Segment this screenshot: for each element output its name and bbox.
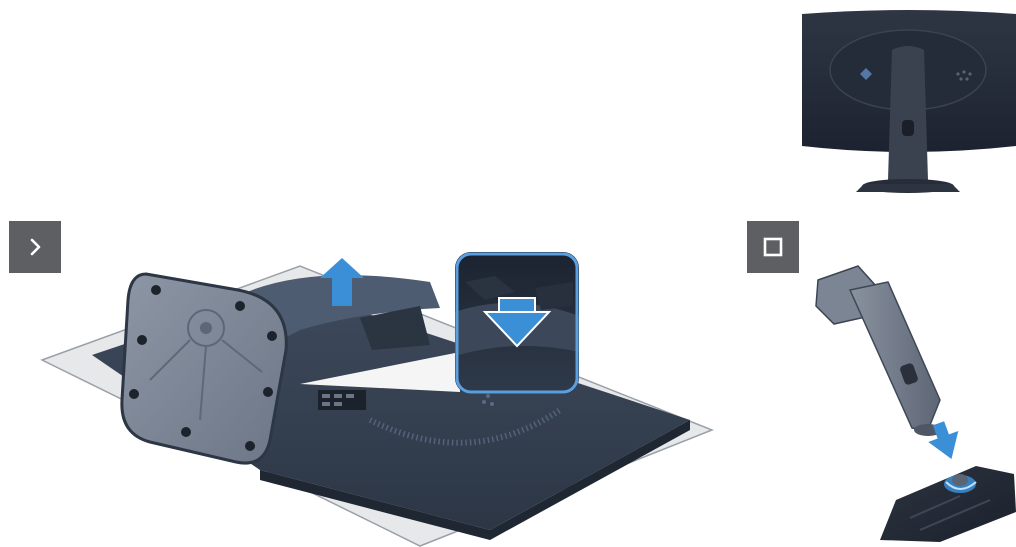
stand-removal-illustration [0,240,730,547]
stop-button[interactable]: stop-square-icon [747,221,799,273]
stand-assembly-illustration [800,260,1016,547]
release-zoom-inset [455,252,579,394]
stop-square-icon [763,237,783,257]
monitor-back-thumbnail [800,8,1016,198]
